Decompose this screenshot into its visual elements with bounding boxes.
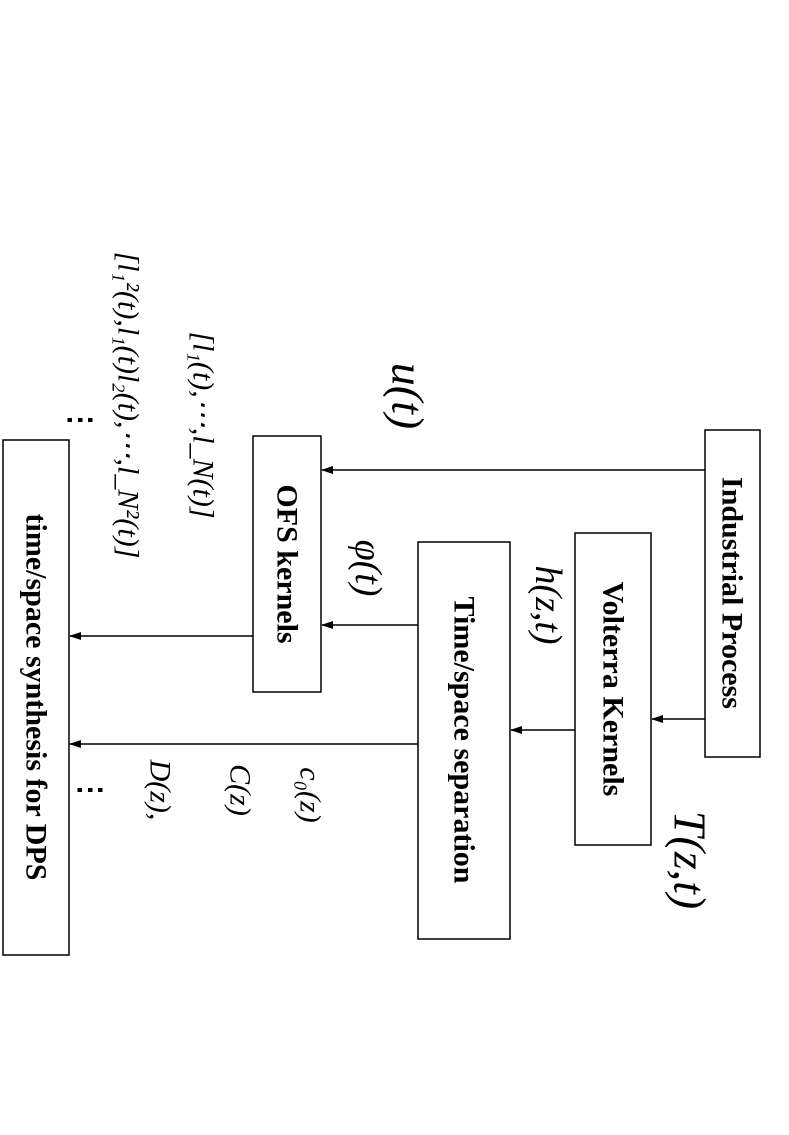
basis-vector-quadratic: [l₁²(t),l₁(t)l₂(t),⋯,l_N²(t)] <box>112 252 145 559</box>
C-label: C(z) <box>224 764 257 816</box>
phi-label: φ(t) <box>347 540 389 597</box>
ofs-kernels-label: OFS kernels <box>271 484 304 643</box>
industrial-process-node: Industrial Process <box>704 429 761 758</box>
basis-vector-linear: [l₁(t),⋯,l_N(t)] <box>187 331 220 518</box>
input-label-u: u(t) <box>383 363 434 429</box>
D-label: D(z), <box>144 759 177 821</box>
synthesis-label: time/space synthesis for DPS <box>20 514 53 881</box>
ofs-kernels-node: OFS kernels <box>252 435 322 693</box>
industrial-process-label: Industrial Process <box>716 477 749 709</box>
time-space-separation-label: Time/space separation <box>448 597 481 884</box>
volterra-kernels-label: Volterra Kernels <box>597 582 630 797</box>
time-space-separation-node: Time/space separation <box>417 541 511 940</box>
output-label-T: T(z,t) <box>665 811 716 909</box>
synthesis-node: time/space synthesis for DPS <box>2 439 70 956</box>
vdots-left: ⋮ <box>64 405 97 435</box>
c0-label: c₀(z) <box>294 767 327 822</box>
kernel-label-h: h(z,t) <box>527 565 569 644</box>
vdots-right: ⋮ <box>74 775 107 805</box>
volterra-kernels-node: Volterra Kernels <box>574 532 652 846</box>
